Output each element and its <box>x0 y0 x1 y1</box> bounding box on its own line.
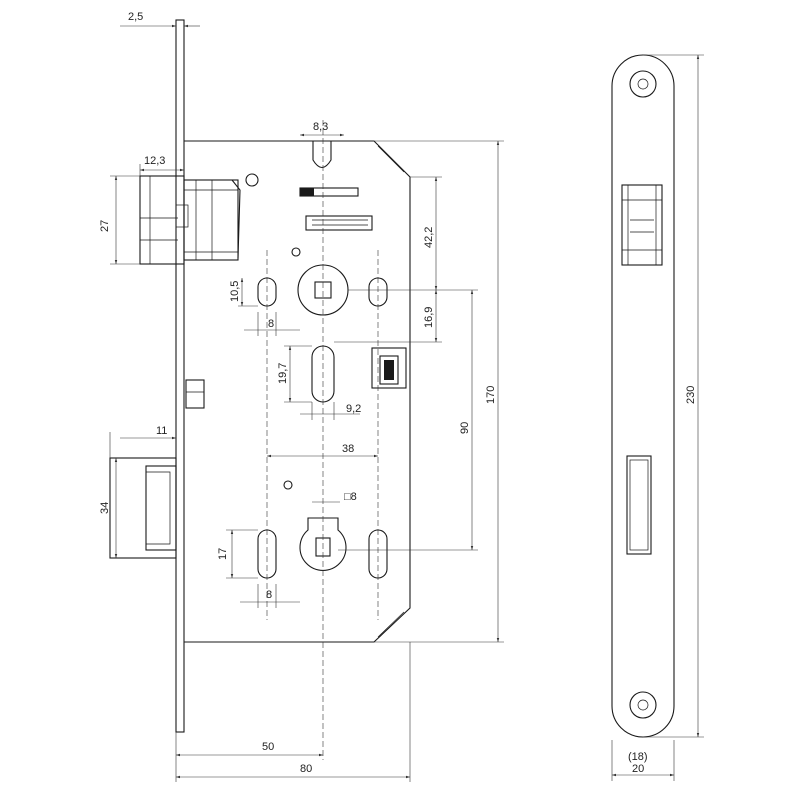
mechanism-levers <box>299 187 373 231</box>
top-notch <box>312 141 332 169</box>
faceplate-front <box>611 54 675 738</box>
upper-screw-hole <box>629 70 657 98</box>
dim-faceplate-width: 20 <box>632 763 644 775</box>
bolt-window <box>626 455 652 555</box>
top-pin <box>245 173 259 187</box>
dim-follower-to-cylinder: 90 <box>459 422 471 434</box>
deadbolt <box>109 457 177 559</box>
dim-small-hole-width-top: 8 <box>268 318 274 330</box>
latch <box>139 175 241 265</box>
dim-small-hole-height-bottom: 17 <box>217 548 229 560</box>
dim-square-spindle: □8 <box>344 491 357 503</box>
dim-small-hole-height-top: 10,5 <box>229 281 241 302</box>
front-view <box>109 19 411 760</box>
dim-bolt-height: 34 <box>99 502 111 514</box>
lower-pin <box>283 480 293 490</box>
screw-small <box>291 247 301 257</box>
dim-small-hole-width-bottom: 8 <box>266 589 272 601</box>
dim-backset: 50 <box>262 741 274 753</box>
dim-faceplate-length: 230 <box>685 386 697 404</box>
dim-case-height: 170 <box>485 386 497 404</box>
dim-top-to-follower: 42,2 <box>423 227 435 248</box>
dim-latch-height: 27 <box>99 220 111 232</box>
dim-latch-top-gap: 8,3 <box>313 121 328 133</box>
dim-follower-to-hole: 16,9 <box>423 307 435 328</box>
dim-bolt-projection: 11 <box>156 425 167 437</box>
dim-slot-height: 19,7 <box>277 363 289 384</box>
side-view <box>611 54 675 738</box>
dim-hole-spacing: 38 <box>342 443 354 455</box>
dim-slot-width: 9,2 <box>346 403 361 415</box>
dim-case-depth: 80 <box>300 763 312 775</box>
lock-case <box>184 140 411 643</box>
dim-faceplate-thickness: 2,5 <box>128 11 143 23</box>
dimension-labels: 2,5 8,3 12,3 27 42,2 16,9 10,5 8 19,7 9,… <box>99 11 697 775</box>
lever-window <box>371 347 407 389</box>
dimension-lines <box>109 24 704 782</box>
latch-window <box>621 184 663 266</box>
lower-screw-hole <box>629 691 657 719</box>
dim-latch-offset: 12,3 <box>144 155 165 167</box>
faceplate-side <box>175 19 185 733</box>
follower-hub <box>297 264 349 316</box>
dim-faceplate-inner-width: (18) <box>628 751 648 763</box>
bolt-guide <box>185 379 205 409</box>
